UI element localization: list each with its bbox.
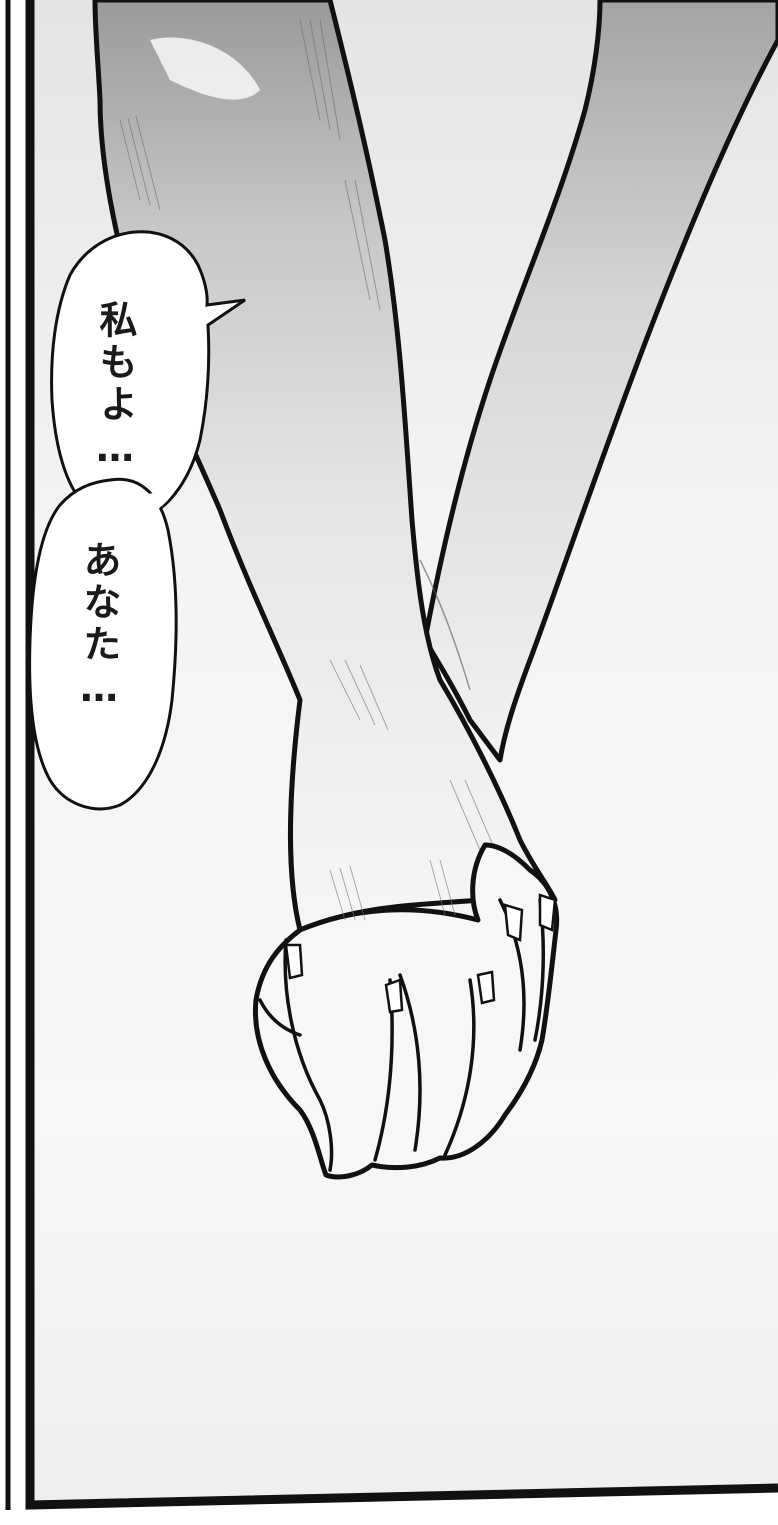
panel-border: [25, 0, 778, 1510]
speech-bubble-2: [28, 477, 178, 811]
speech-bubble-1-text: 私もよ…: [93, 300, 137, 474]
speech-bubble-2-text: あなた…: [77, 540, 121, 714]
right-arm: [422, 0, 778, 763]
clasped-hands: [252, 842, 560, 1180]
